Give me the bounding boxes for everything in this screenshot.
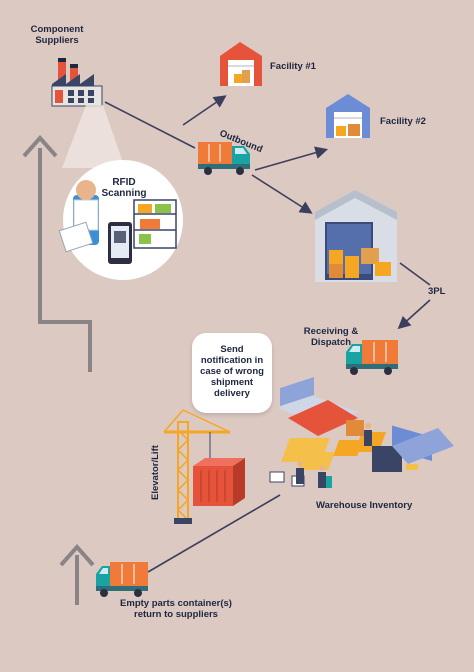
arrow-3pl-down <box>399 262 431 286</box>
flow-arrows <box>104 95 431 573</box>
truck-icon-empty-return <box>96 562 148 597</box>
empty-containers-label: Empty parts container(s) return to suppl… <box>120 598 232 620</box>
rfid-beam <box>62 105 125 168</box>
facility-2-label: Facility #2 <box>380 116 426 127</box>
shipping-container-icon <box>193 458 245 506</box>
warehouse-icon-facility-2 <box>326 94 370 138</box>
rfid-scanner-icon <box>58 160 183 280</box>
warehouse-icon-facility-1 <box>220 42 262 86</box>
rfid-scanning-label: RFID Scanning <box>101 177 147 199</box>
notification-bubble <box>192 333 272 413</box>
warehouse-inventory-icon <box>269 377 454 488</box>
warehouse-inventory-label: Warehouse Inventory <box>316 500 413 511</box>
crane-icon <box>163 409 231 524</box>
arrow-warehouse-to-empty-truck <box>147 494 281 573</box>
elevator-lift-label: Elevator/Lift <box>150 445 161 500</box>
third-party-logistics-label: 3PL <box>428 286 446 297</box>
arrow-supplier-to-truck <box>104 101 196 149</box>
facility-1-label: Facility #1 <box>270 61 316 72</box>
return-path <box>22 134 95 605</box>
return-up-arrow-icon-bottom <box>59 543 95 567</box>
arrow-to-facility-2 <box>254 146 329 171</box>
arrow-to-3pl-warehouse <box>251 174 313 214</box>
return-up-arrow-icon <box>22 134 58 158</box>
truck-icon-outbound <box>198 142 250 175</box>
truck-icon-receiving <box>346 340 398 375</box>
send-notification-label: Send notification in case of wrong shipm… <box>200 344 264 399</box>
receiving-dispatch-label: Receiving & Dispatch <box>303 326 359 348</box>
arrow-to-facility-1 <box>182 95 227 126</box>
arrow-to-receiving <box>397 299 431 330</box>
factory-icon <box>51 58 103 107</box>
component-suppliers-label: Component Suppliers <box>30 24 84 46</box>
warehouse-icon-3pl <box>315 190 397 282</box>
